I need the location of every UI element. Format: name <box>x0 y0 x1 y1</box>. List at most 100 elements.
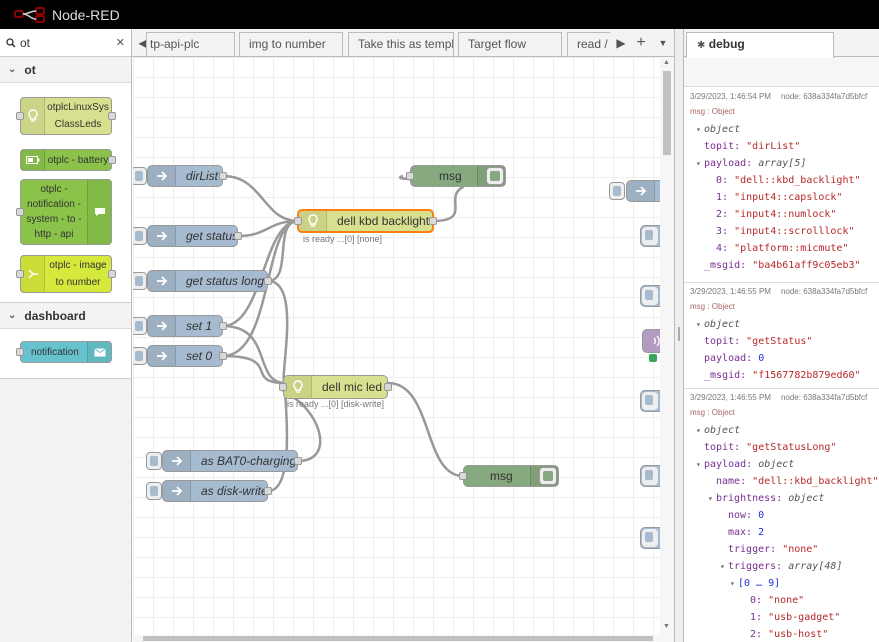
node-offscreen[interactable] <box>640 225 660 247</box>
palette-node-battery[interactable]: otplc - battery <box>20 149 116 171</box>
chevron-down-icon: ⌄ <box>8 64 17 75</box>
inject-button[interactable] <box>609 182 625 200</box>
message-node: node: 638a334fa7d5bfcf <box>780 393 868 402</box>
node-set-0[interactable]: set 0 <box>147 345 227 367</box>
tree-type: object <box>788 493 825 504</box>
scrollbar-thumb[interactable] <box>143 636 653 641</box>
inject-button[interactable] <box>146 482 162 500</box>
inject-button[interactable] <box>146 452 162 470</box>
caret-down-icon[interactable]: ▾ <box>696 426 701 435</box>
tree-type: array[48] <box>788 561 843 572</box>
wire <box>222 324 286 385</box>
sidebar-resize-handle[interactable] <box>674 29 684 642</box>
output-port <box>108 270 116 278</box>
node-set-1[interactable]: set 1 <box>147 315 227 337</box>
node-get-status-long[interactable]: get status long <box>147 270 272 292</box>
palette-node-notification[interactable]: notification <box>16 341 112 363</box>
caret-down-icon[interactable]: ▾ <box>696 460 701 469</box>
node-offscreen[interactable] <box>640 390 660 412</box>
tree-type: object <box>704 124 741 135</box>
palette-category-ot[interactable]: ⌄ ot <box>0 57 131 83</box>
inject-button[interactable] <box>133 317 147 335</box>
workspace-vertical-scrollbar[interactable]: ▲ ▼ <box>660 57 674 635</box>
lightbulb-icon <box>21 98 45 134</box>
palette-node-image-to-number[interactable]: otplc - image to number <box>16 255 116 293</box>
node-red-logo-icon <box>10 0 50 29</box>
node-offscreen[interactable] <box>640 465 660 487</box>
node-dirlist[interactable]: dirList <box>147 165 227 187</box>
caret-down-icon[interactable]: ▾ <box>708 494 713 503</box>
scroll-up-icon[interactable]: ▲ <box>663 59 670 66</box>
palette-node-notification-http[interactable]: otplc - notification - system - to - htt… <box>16 179 112 245</box>
node-as-bat0-charging[interactable]: as BAT0-charging <box>162 450 302 472</box>
debug-toggle-button[interactable] <box>539 467 557 485</box>
node-offscreen[interactable] <box>640 527 660 549</box>
scroll-right-icon[interactable]: ▶ <box>610 29 632 56</box>
tree-key: payload: <box>704 158 753 169</box>
node-status-kbd: is ready ...[0] [none] <box>303 234 383 244</box>
sound-wave-icon <box>643 330 660 352</box>
node-dell-kbd-backlight[interactable]: dell kbd backlight <box>294 209 437 233</box>
output-port <box>264 277 272 285</box>
tab-menu-chevron-down-icon[interactable]: ▼ <box>652 29 674 56</box>
tree-key: 1: <box>716 192 729 203</box>
tab-take-this-as-template[interactable]: Take this as templat <box>348 32 454 56</box>
caret-down-icon[interactable]: ▾ <box>696 125 701 134</box>
palette-node-label: otplc - notification - system - to - htt… <box>26 184 82 240</box>
palette-search-input[interactable] <box>20 35 120 50</box>
node-label: as disk-write <box>201 484 267 498</box>
tree-key: name: <box>716 476 747 487</box>
node-offscreen-inject[interactable] <box>626 180 660 202</box>
tab-debug[interactable]: ✱ debug <box>686 32 834 58</box>
palette-node-leds[interactable]: otplcLinuxSys ClassLeds <box>16 97 116 135</box>
add-tab-icon[interactable]: + <box>630 29 652 56</box>
tab-img-to-number[interactable]: img to number <box>239 32 343 56</box>
output-port <box>294 457 302 465</box>
tree-key: triggers: <box>728 561 783 572</box>
palette-category-dashboard-body: notification <box>0 329 131 379</box>
flow-workspace[interactable]: dirList get status get status long set 1… <box>133 57 660 635</box>
tab-tp-api-plc[interactable]: tp-api-plc <box>146 32 235 56</box>
input-port <box>16 112 24 120</box>
node-get-status[interactable]: get status <box>147 225 242 247</box>
search-icon <box>6 37 16 48</box>
caret-down-icon[interactable]: ▾ <box>720 562 725 571</box>
input-port <box>279 383 287 391</box>
clear-search-icon[interactable]: ✕ <box>115 37 125 49</box>
split-arrow-icon <box>21 256 45 292</box>
scrollbar-thumb[interactable] <box>663 71 671 155</box>
workspace-horizontal-scrollbar[interactable] <box>133 635 674 642</box>
palette-category-dashboard[interactable]: ⌄ dashboard <box>0 303 131 329</box>
chevron-down-icon: ⌄ <box>8 310 17 321</box>
inject-button[interactable] <box>133 227 147 245</box>
inject-button[interactable] <box>133 167 147 185</box>
scroll-down-icon[interactable]: ▼ <box>663 623 670 630</box>
tree-key: _msgid: <box>704 260 747 271</box>
output-port <box>108 112 116 120</box>
node-label: msg <box>490 469 513 483</box>
node-offscreen-sound[interactable] <box>642 329 660 353</box>
output-port <box>219 172 227 180</box>
caret-down-icon[interactable]: ▾ <box>696 320 701 329</box>
tree-key: topit: <box>704 141 741 152</box>
inject-button[interactable] <box>133 347 147 365</box>
tab-target-flow[interactable]: Target flow <box>458 32 562 56</box>
inject-button[interactable] <box>133 272 147 290</box>
workspace-tabs: ◀ tp-api-plc img to number Take this as … <box>132 29 676 57</box>
node-label: dell mic led <box>322 380 383 394</box>
caret-down-icon[interactable]: ▾ <box>730 579 735 588</box>
node-status-mic: is ready ...[0] [disk-write] <box>287 399 385 409</box>
node-dell-mic-led[interactable]: dell mic led <box>279 375 392 399</box>
node-as-disk-write[interactable]: as disk-write <box>162 480 272 502</box>
debug-toggle-button[interactable] <box>486 167 504 185</box>
caret-down-icon[interactable]: ▾ <box>696 159 701 168</box>
tab-read-write[interactable]: read / w <box>567 32 627 56</box>
tree-value: "dell::kbd_backlight" <box>734 175 861 186</box>
output-port <box>384 383 392 391</box>
node-offscreen[interactable] <box>640 285 660 307</box>
